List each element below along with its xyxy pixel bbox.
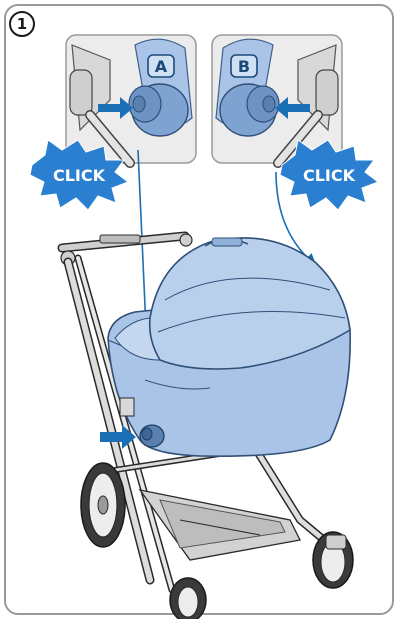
click-label-b: CLICK bbox=[303, 166, 356, 185]
inset-a-panel: A bbox=[65, 34, 197, 168]
arrow-icon bbox=[100, 425, 136, 449]
step-number: 1 bbox=[16, 15, 28, 33]
arrow-icon bbox=[275, 97, 310, 119]
inset-b-letter: B bbox=[238, 57, 250, 76]
inset-b-panel: B bbox=[211, 34, 343, 168]
click-label-a: CLICK bbox=[53, 166, 106, 185]
arrow-icon bbox=[98, 97, 133, 119]
step-number-badge: 1 bbox=[9, 11, 35, 37]
stroller bbox=[57, 231, 354, 619]
click-burst-a: CLICK bbox=[29, 139, 130, 211]
click-burst-b: CLICK bbox=[279, 139, 380, 211]
inset-a-letter: A bbox=[155, 57, 168, 76]
